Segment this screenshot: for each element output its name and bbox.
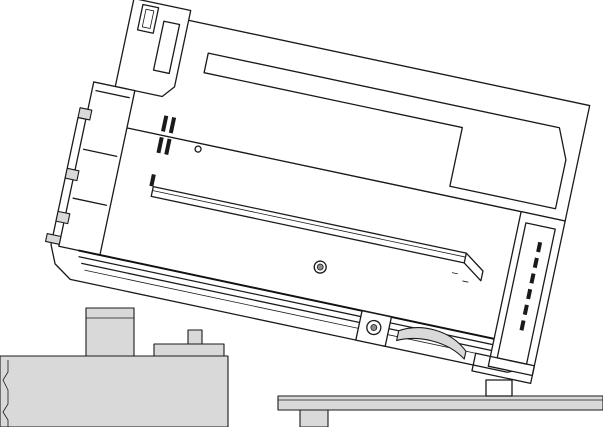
left-spacer-block — [85, 307, 225, 357]
right-support-surface — [277, 395, 603, 427]
left-support-surface — [0, 355, 229, 427]
tilted-device — [45, 0, 591, 385]
right-contact-foot — [485, 379, 513, 397]
